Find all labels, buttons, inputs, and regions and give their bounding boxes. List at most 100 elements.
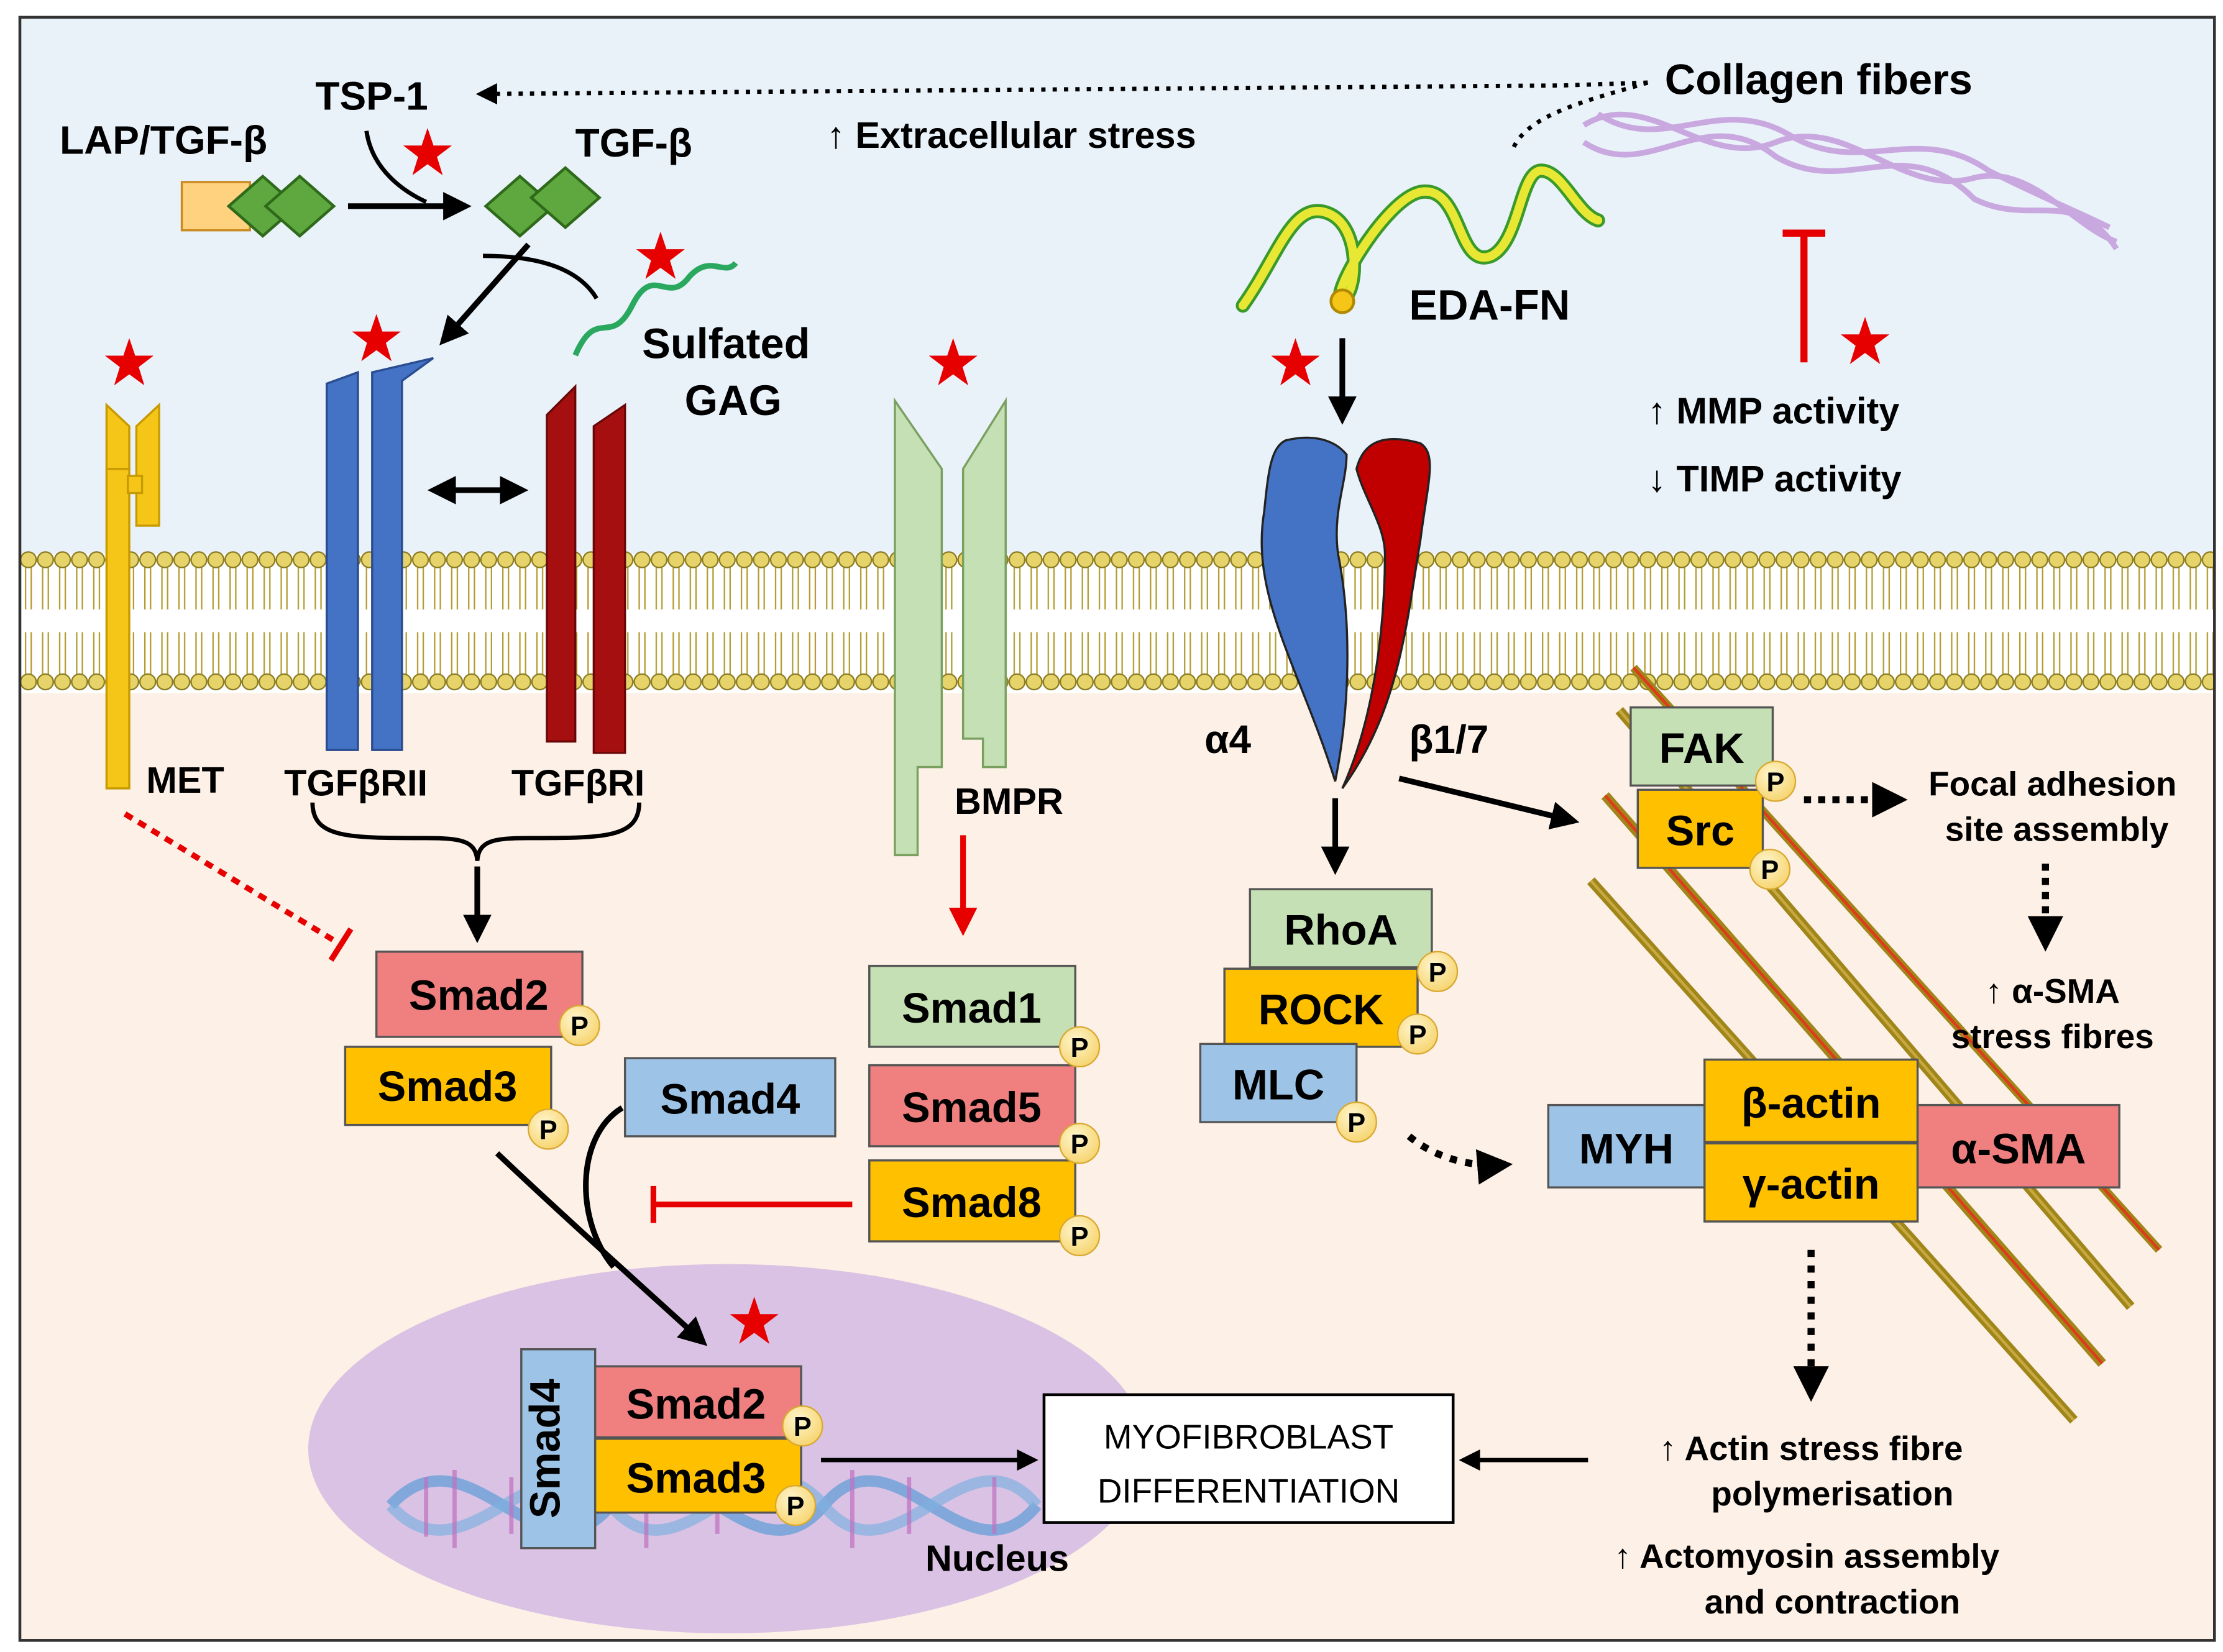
fak-box: FAK (1629, 706, 1774, 787)
smad3-label: Smad3 (378, 1062, 518, 1110)
bmpr-receptor (894, 396, 1007, 857)
alpha-sma-label: α-SMA (1951, 1125, 2086, 1172)
alpha-sma-box: α-SMA (1916, 1103, 2120, 1189)
nuc-smad3-label: Smad3 (626, 1454, 766, 1502)
smad5-box: Smad5 (868, 1064, 1076, 1148)
figure-border (18, 16, 2216, 1642)
phospho-badge: P (1396, 1013, 1439, 1055)
phospho-badge: P (559, 1005, 600, 1046)
sulfated-gag-line1: Sulfated (642, 319, 810, 367)
phospho-badge: P (1416, 951, 1459, 992)
svg-text:P: P (1071, 1033, 1089, 1063)
phospho-badges: P P P P P P P P P P P P (528, 760, 1797, 1527)
met-receptor (105, 402, 160, 790)
eda-fn-label: EDA-FN (1409, 281, 1570, 329)
tsp1-label: TSP-1 (315, 73, 428, 118)
rock-label: ROCK (1258, 985, 1384, 1033)
svg-text:P: P (794, 1412, 812, 1442)
mlc-box: MLC (1199, 1043, 1358, 1123)
phospho-badge: P (1336, 1101, 1377, 1143)
svg-text:P: P (1761, 856, 1779, 885)
phospho-badge: P (1058, 1215, 1101, 1257)
tgfbri-receptor (546, 383, 626, 754)
eda-fn-icon (1235, 163, 1605, 314)
beta17-label: β1/7 (1409, 717, 1488, 762)
rhoa-label: RhoA (1284, 906, 1398, 954)
smad2-box: Smad2 (375, 951, 584, 1038)
rock-box: ROCK (1223, 967, 1419, 1048)
timp-activity-label: ↓ TIMP activity (1648, 458, 1901, 500)
phospho-badge: P (1754, 760, 1797, 802)
svg-text:P: P (1071, 1129, 1089, 1159)
actomyosin-line2: and contraction (1705, 1582, 1960, 1621)
nuc-smad2-label: Smad2 (626, 1380, 766, 1428)
nuc-smad2-box: Smad2 (594, 1365, 802, 1439)
collagen-fibers-icon (1582, 111, 2119, 250)
myh-box: MYH (1547, 1103, 1706, 1189)
src-box: Src (1636, 788, 1764, 869)
phospho-badge: P (782, 1405, 823, 1447)
svg-text:P: P (571, 1012, 589, 1042)
svg-text:P: P (1767, 768, 1785, 798)
smad1-box: Smad1 (868, 964, 1076, 1048)
tgfb-ligand-icon (484, 166, 602, 238)
smad1-label: Smad1 (902, 984, 1042, 1032)
beta-actin-label: β-actin (1741, 1079, 1881, 1127)
sulfated-gag-icon (572, 261, 738, 357)
svg-text:P: P (1347, 1108, 1365, 1138)
tgfbrii-label: TGFβRII (284, 762, 428, 803)
actin-poly-line1: ↑ Actin stress fibre (1659, 1429, 1963, 1467)
rhoa-box: RhoA (1249, 888, 1433, 969)
smad4-label: Smad4 (660, 1075, 800, 1123)
tgfbrii-receptor (325, 357, 434, 751)
inhibition-lines (123, 229, 1826, 1223)
smad2-label: Smad2 (409, 971, 549, 1019)
nucleus-label: Nucleus (925, 1537, 1069, 1579)
lap-tgfb-label: LAP/TGF-β (60, 117, 267, 162)
actomyosin-line1: ↑ Actomyosin assembly (1614, 1537, 1999, 1576)
tgfbri-label: TGFβRI (511, 762, 644, 803)
nuc-smad3-box: Smad3 (594, 1438, 802, 1514)
src-label: Src (1666, 806, 1735, 854)
gamma-actin-label: γ-actin (1743, 1160, 1880, 1208)
text-labels: TSP-1 LAP/TGF-β TGF-β ↑ Extracellular st… (60, 55, 2176, 1621)
smad3-box: Smad3 (344, 1046, 552, 1126)
actin-poly-line2: polymerisation (1711, 1474, 1953, 1513)
smad8-label: Smad8 (902, 1179, 1042, 1226)
tgfb-label: TGF-β (575, 121, 692, 165)
phospho-badge: P (774, 1485, 817, 1527)
focal-adhesion-line1: Focal adhesion (1928, 764, 2176, 803)
svg-text:P: P (539, 1115, 557, 1145)
extracellular-stress-label: ↑ Extracellular stress (827, 114, 1196, 156)
nuc-smad4-box: Smad4 (520, 1348, 597, 1549)
smad4-box: Smad4 (623, 1057, 836, 1138)
phospho-badge: P (528, 1108, 569, 1150)
svg-text:P: P (1429, 958, 1447, 988)
fak-label: FAK (1659, 724, 1744, 772)
nuc-smad4-label: Smad4 (521, 1379, 569, 1518)
focal-adhesion-line2: site assembly (1945, 810, 2169, 848)
phospho-badge: P (1749, 849, 1791, 890)
myofibroblast-line1: MYOFIBROBLAST (1104, 1418, 1393, 1456)
smad8-box: Smad8 (868, 1159, 1076, 1243)
met-label: MET (146, 759, 224, 801)
lap-tgfb-complex-icon (180, 174, 336, 238)
myofibroblast-line2: DIFFERENTIATION (1098, 1472, 1400, 1510)
smad5-label: Smad5 (902, 1084, 1042, 1131)
phospho-badge: P (1058, 1123, 1101, 1164)
svg-text:P: P (786, 1492, 804, 1522)
beta-actin-box: β-actin (1703, 1058, 1919, 1143)
alpha4-label: α4 (1204, 717, 1251, 762)
asma-stress-line1: ↑ α-SMA (1985, 972, 2120, 1010)
integrin-alpha4-beta17 (1260, 436, 1431, 789)
myh-label: MYH (1579, 1125, 1674, 1172)
mlc-label: MLC (1232, 1061, 1324, 1108)
bmpr-label: BMPR (955, 780, 1063, 822)
svg-text:P: P (1409, 1020, 1427, 1050)
sulfated-gag-line2: GAG (685, 376, 782, 424)
myofibroblast-differentiation-box: MYOFIBROBLAST DIFFERENTIATION (1042, 1393, 1455, 1524)
mmp-activity-label: ↑ MMP activity (1648, 390, 1899, 432)
svg-text:P: P (1071, 1222, 1089, 1252)
asma-stress-line2: stress fibres (1951, 1017, 2154, 1056)
